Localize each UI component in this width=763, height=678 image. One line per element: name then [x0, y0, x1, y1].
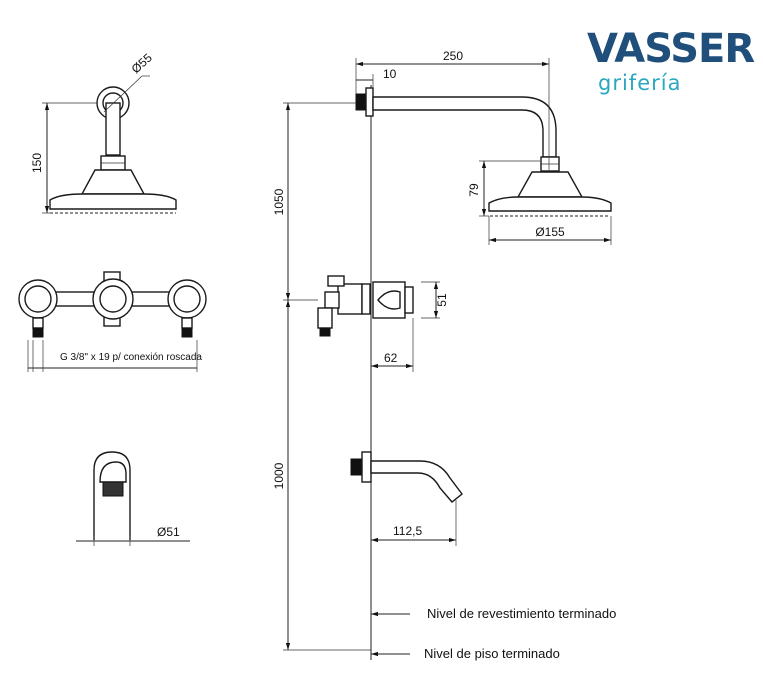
spout-reach-label: 112,5	[393, 524, 422, 538]
valve-height-label: 51	[435, 293, 449, 307]
shower-head-body	[516, 171, 584, 198]
head-plate	[49, 193, 177, 210]
shower-height-label: 1050	[272, 188, 286, 215]
arm-wall-nut	[355, 93, 367, 111]
side-flange-diameter-label: Ø55	[129, 50, 155, 76]
tub-spout	[350, 451, 463, 503]
head-height-label: 79	[467, 183, 481, 197]
arm-pipe	[105, 102, 121, 156]
shower-arm	[372, 96, 557, 158]
brand-name: VASSER	[587, 26, 754, 72]
wall-plate-label: 10	[383, 67, 397, 81]
connection-note: G 3/8" x 19 p/ conexión roscada	[60, 352, 202, 363]
main-elevation: 250 10 79 Ø155 1050	[272, 49, 616, 661]
head-body	[80, 169, 146, 195]
shower-head-plate	[488, 196, 612, 212]
mixing-valve	[317, 275, 414, 337]
floor-level-note: Nivel de piso terminado	[424, 646, 560, 661]
valve-depth-label: 62	[384, 351, 398, 365]
spout-height-label: 1000	[272, 462, 286, 489]
spout-flange-diameter-label: Ø51	[157, 525, 180, 539]
brand-tagline: grifería	[598, 71, 681, 95]
arm-flange	[365, 87, 374, 117]
head-diameter-label: Ø155	[535, 225, 565, 239]
side-view-shower-head: Ø55 150	[30, 50, 177, 214]
cladding-level-note: Nivel de revestimiento terminado	[427, 606, 616, 621]
side-height-label: 150	[30, 153, 44, 173]
brand-logo: VASSER grifería	[587, 26, 755, 95]
arm-length-label: 250	[443, 49, 463, 63]
front-view-spout: Ø51	[76, 451, 190, 546]
front-view-valve-body: G 3/8" x 19 p/ conexión roscada	[18, 271, 207, 372]
